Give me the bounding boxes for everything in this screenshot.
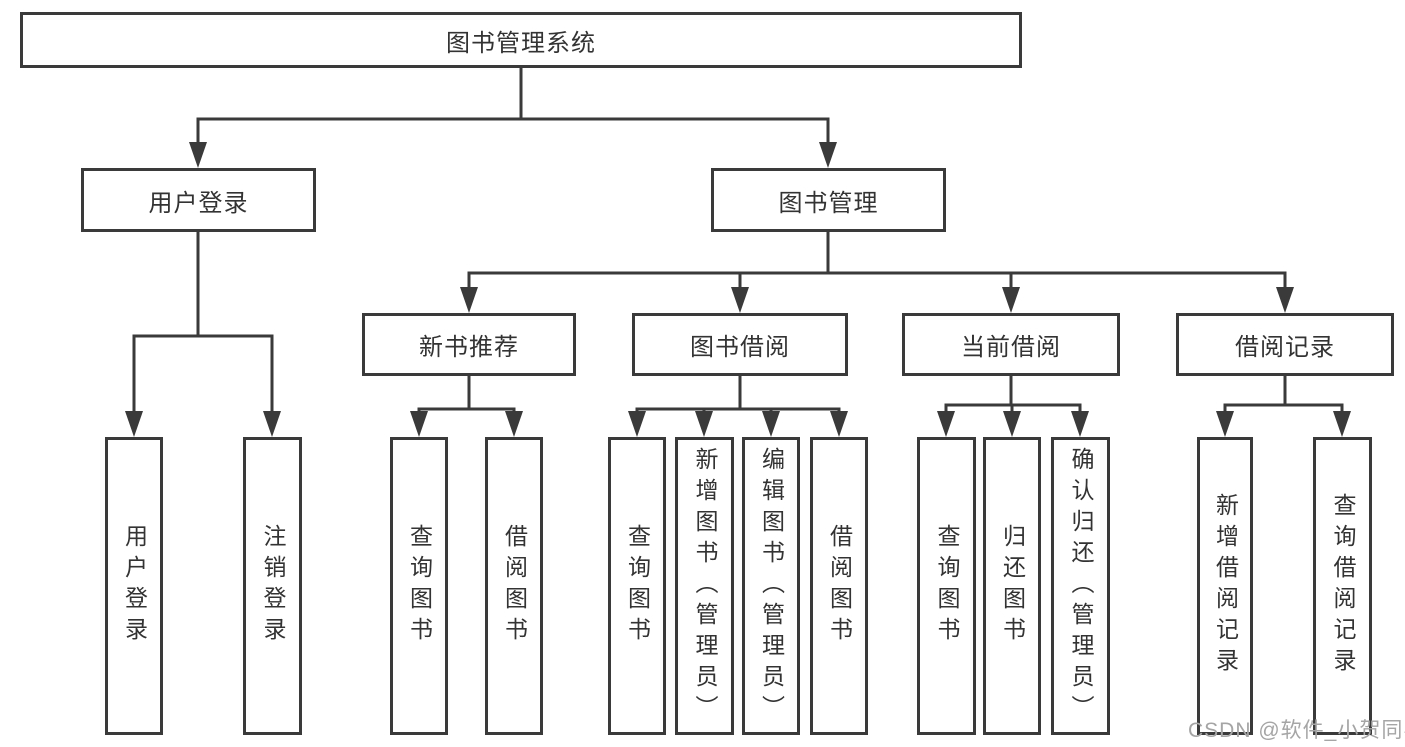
leaf-confirm-return-admin: 确认归还（管理员）	[1051, 437, 1110, 735]
leaf-logout: 注销登录	[243, 437, 302, 735]
node-book-management-system: 图书管理系统	[20, 12, 1022, 68]
watermark-text: CSDN @软件_小贺同学	[1188, 719, 1405, 742]
leaf-query-borrow-record: 查询借阅记录	[1313, 437, 1372, 735]
leaf-query-books-recommend: 查询图书	[390, 437, 448, 735]
leaf-query-books-borrowing: 查询图书	[608, 437, 666, 735]
node-current-borrowing: 当前借阅	[902, 313, 1120, 376]
leaf-return-books: 归还图书	[983, 437, 1041, 735]
node-book-borrowing: 图书借阅	[632, 313, 848, 376]
node-borrowing-records: 借阅记录	[1176, 313, 1394, 376]
arrowheads	[125, 142, 1351, 437]
leaf-edit-books-admin: 编辑图书（管理员）	[742, 437, 800, 735]
leaf-user-login: 用户登录	[105, 437, 163, 735]
node-new-book-recommendation: 新书推荐	[362, 313, 576, 376]
node-user-login: 用户登录	[81, 168, 316, 232]
leaf-add-books-admin: 新增图书（管理员）	[675, 437, 734, 735]
node-book-management: 图书管理	[711, 168, 946, 232]
leaf-query-books-current: 查询图书	[917, 437, 976, 735]
leaf-borrow-books-borrowing: 借阅图书	[810, 437, 868, 735]
leaf-borrow-books-recommend: 借阅图书	[485, 437, 543, 735]
leaf-add-borrow-record: 新增借阅记录	[1197, 437, 1253, 735]
